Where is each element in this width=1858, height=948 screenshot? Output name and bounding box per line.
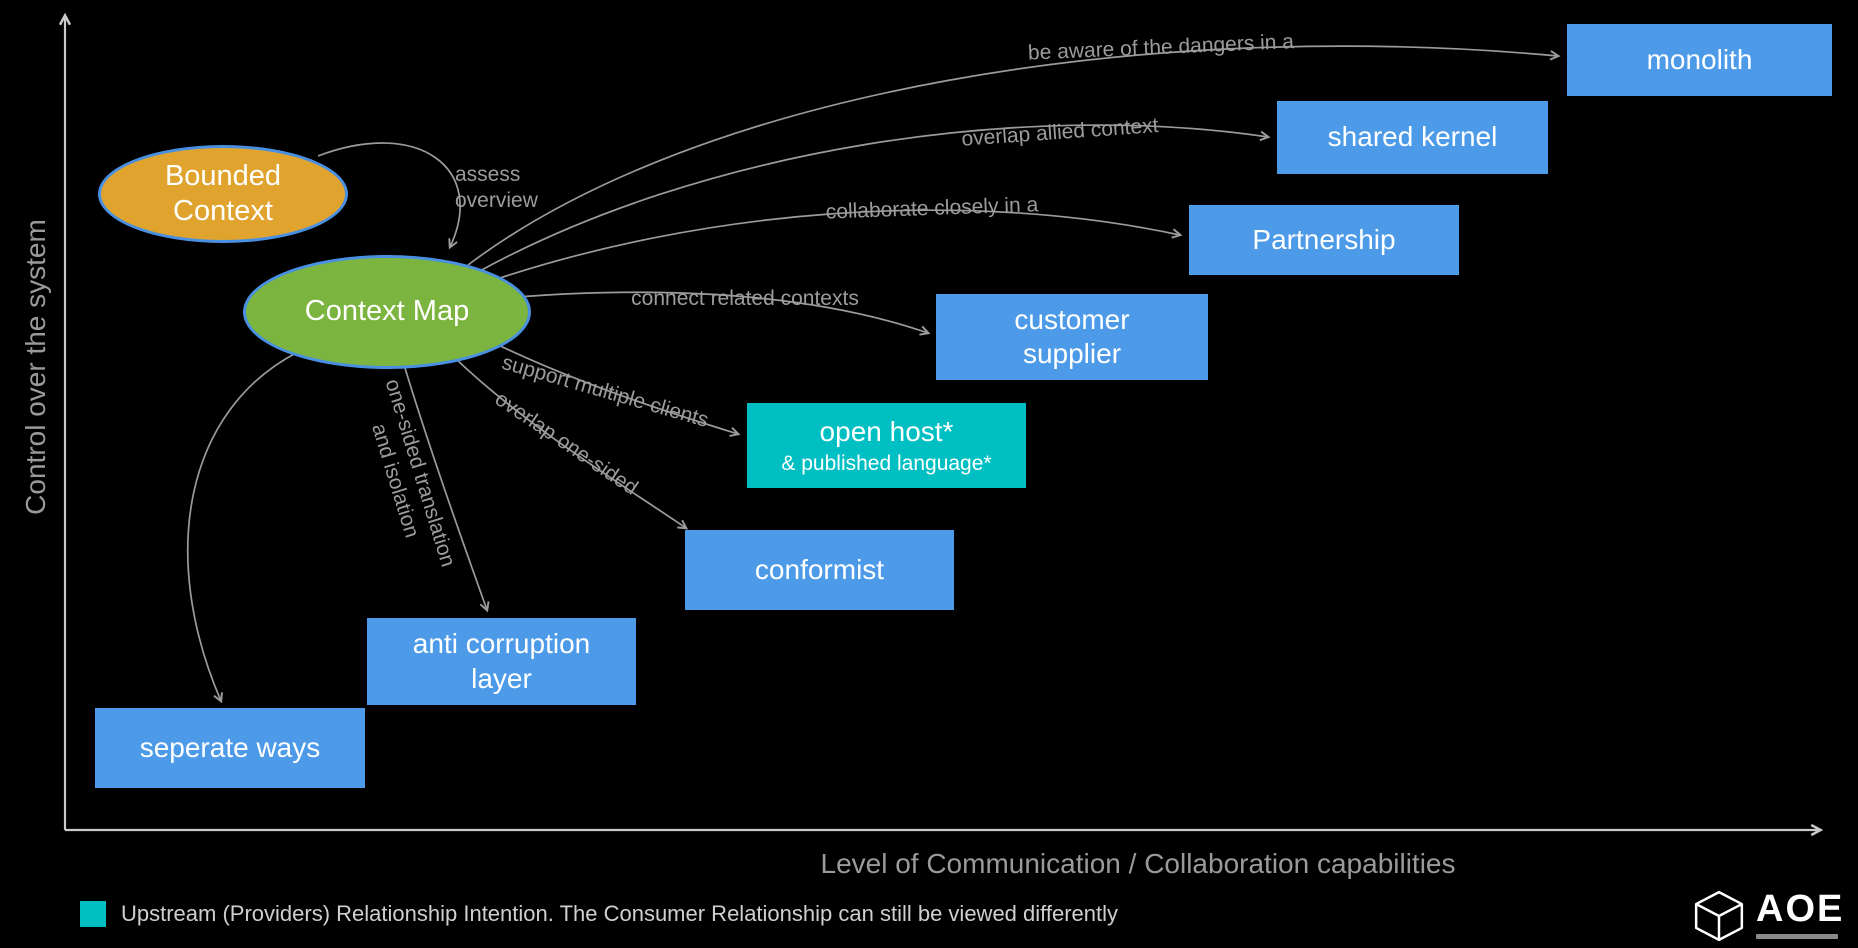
legend-upstream-swatch bbox=[80, 901, 106, 927]
edge-label-shared-kernel: overlap allied context bbox=[960, 114, 1160, 151]
node-open-host-sublabel: & published language* bbox=[781, 451, 992, 475]
node-partnership-label: Partnership bbox=[1252, 223, 1396, 255]
node-open-host: open host* & published language* bbox=[747, 403, 1026, 488]
cube-logo-icon bbox=[1694, 890, 1744, 942]
x-axis-label: Level of Communication / Collaboration c… bbox=[820, 848, 1456, 879]
y-axis-label: Control over the system bbox=[20, 219, 51, 515]
node-bounded-context: Bounded Context bbox=[98, 145, 348, 243]
node-separate-ways: seperate ways bbox=[95, 708, 365, 788]
node-monolith-label: monolith bbox=[1646, 43, 1753, 75]
logo-wordmark: AOE bbox=[1756, 888, 1845, 930]
node-context-map-label: Context Map bbox=[304, 295, 470, 328]
edge-label-monolith: be aware of the dangers in a bbox=[1027, 30, 1295, 65]
edge-label-assess-overview: assess overview bbox=[455, 162, 538, 212]
node-conformist-label: conformist bbox=[754, 553, 885, 585]
legend-text: Upstream (Providers) Relationship Intent… bbox=[121, 901, 1119, 926]
edge-label-anti-corruption-layer: one-sided translation and isolation bbox=[366, 376, 460, 570]
edge-label-partnership: collaborate closely in a bbox=[825, 193, 1039, 224]
node-customer-supplier: customer supplier bbox=[936, 294, 1208, 380]
node-partnership: Partnership bbox=[1189, 205, 1459, 275]
logo-tagline bbox=[1756, 933, 1838, 939]
node-anti-corruption-layer-label: anti corruption layer bbox=[412, 628, 591, 694]
node-monolith: monolith bbox=[1567, 24, 1832, 96]
node-open-host-label: open host* bbox=[819, 415, 954, 447]
arrow-separate-ways bbox=[187, 351, 299, 704]
node-anti-corruption-layer: anti corruption layer bbox=[367, 618, 636, 705]
node-separate-ways-label: seperate ways bbox=[139, 731, 321, 763]
legend: Upstream (Providers) Relationship Intent… bbox=[80, 901, 1118, 927]
node-customer-supplier-label: customer supplier bbox=[1014, 303, 1130, 369]
node-shared-kernel-label: shared kernel bbox=[1327, 121, 1498, 153]
edge-label-customer-supplier: connect related contexts bbox=[631, 286, 859, 310]
node-shared-kernel: shared kernel bbox=[1277, 101, 1548, 174]
node-bounded-context-label: Bounded Context bbox=[164, 159, 282, 227]
node-conformist: conformist bbox=[685, 530, 954, 610]
node-context-map: Context Map bbox=[243, 255, 531, 369]
company-logo: AOE bbox=[1692, 888, 1845, 943]
